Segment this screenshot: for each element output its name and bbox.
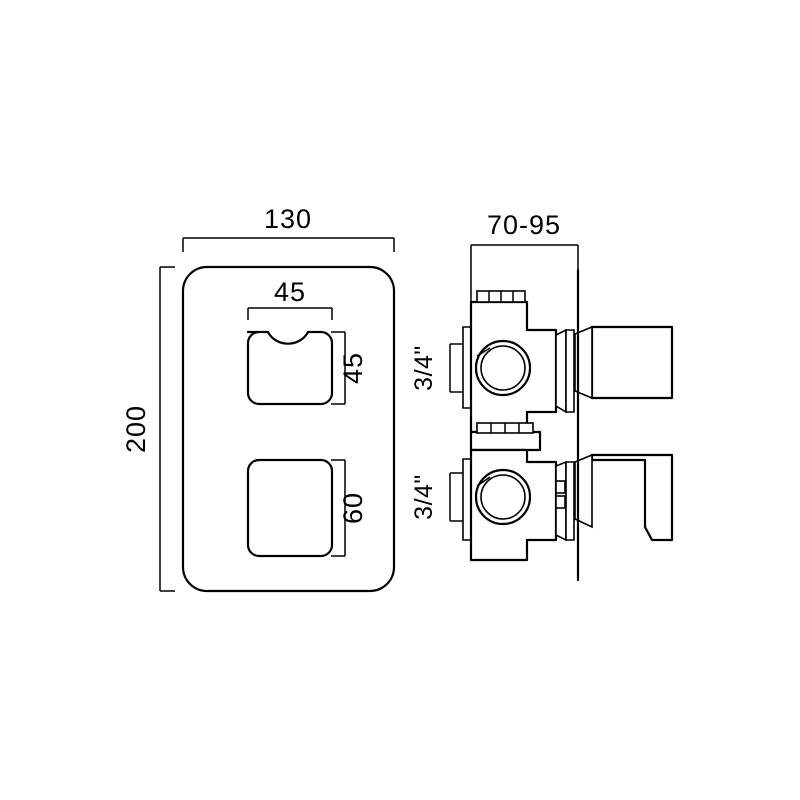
upper-flange-inner [565, 329, 575, 413]
upper-inlet-port [474, 339, 532, 397]
dimension-lower-inlet: 3/4" [410, 472, 463, 522]
dimension-lower-inlet-bracket [449, 472, 463, 522]
upper-handle-block [590, 325, 674, 400]
lower-inlet-port [474, 468, 532, 526]
dimension-projection-depth-bracket [470, 244, 579, 302]
dimension-upper-control-width-label: 45 [274, 277, 306, 307]
upper-handle-collar [574, 325, 593, 400]
dimension-upper-inlet-bracket [449, 343, 463, 393]
front-view-group: 130 200 45 45 60 [121, 204, 396, 593]
upper-control-button [246, 330, 334, 406]
dimension-upper-inlet-label: 3/4" [410, 345, 438, 391]
dimension-plate-height-bracket [159, 266, 175, 592]
dimension-lower-inlet-label: 3/4" [410, 474, 438, 520]
lower-control-button [246, 458, 334, 558]
dimension-upper-control-height: 45 [331, 331, 368, 405]
dimension-projection-depth: 70-95 [470, 210, 579, 302]
upper-valve-body-shoulder [462, 326, 471, 409]
dimension-upper-control-height-bracket [331, 331, 346, 405]
lower-valve-body-shoulder [462, 458, 471, 541]
dimension-lower-control-height: 60 [331, 459, 368, 557]
upper-top-cap [476, 290, 526, 303]
dimension-plate-width-label: 130 [264, 204, 312, 234]
dimension-projection-depth-label: 70-95 [487, 210, 561, 240]
dimension-plate-height-label: 200 [121, 405, 151, 453]
dimension-upper-inlet: 3/4" [410, 343, 463, 393]
mid-connector-body [469, 430, 542, 452]
dimension-plate-width-bracket [182, 237, 395, 252]
lower-flange-inner [565, 461, 575, 541]
lower-inlet-tangent [476, 476, 491, 487]
dimension-plate-width: 130 [182, 204, 395, 252]
dimension-upper-control-height-label: 45 [338, 352, 368, 384]
dimension-lower-control-height-label: 60 [338, 492, 368, 524]
dimension-lower-control-height-bracket [331, 459, 346, 557]
dimension-upper-control-width-bracket [247, 307, 333, 320]
lower-spindle-detail [555, 480, 566, 509]
lower-handle-lever [590, 453, 674, 542]
faceplate-outline [181, 265, 396, 593]
dimension-upper-control-width: 45 [247, 277, 333, 320]
upper-flange-outer [555, 328, 567, 414]
mid-slotted-cap [476, 422, 534, 434]
lower-handle-collar [574, 453, 593, 529]
upper-inlet-tangent [476, 347, 491, 357]
side-view-group: 70-95 3/4" 3/4" [410, 210, 674, 582]
dimension-plate-height: 200 [121, 266, 175, 592]
